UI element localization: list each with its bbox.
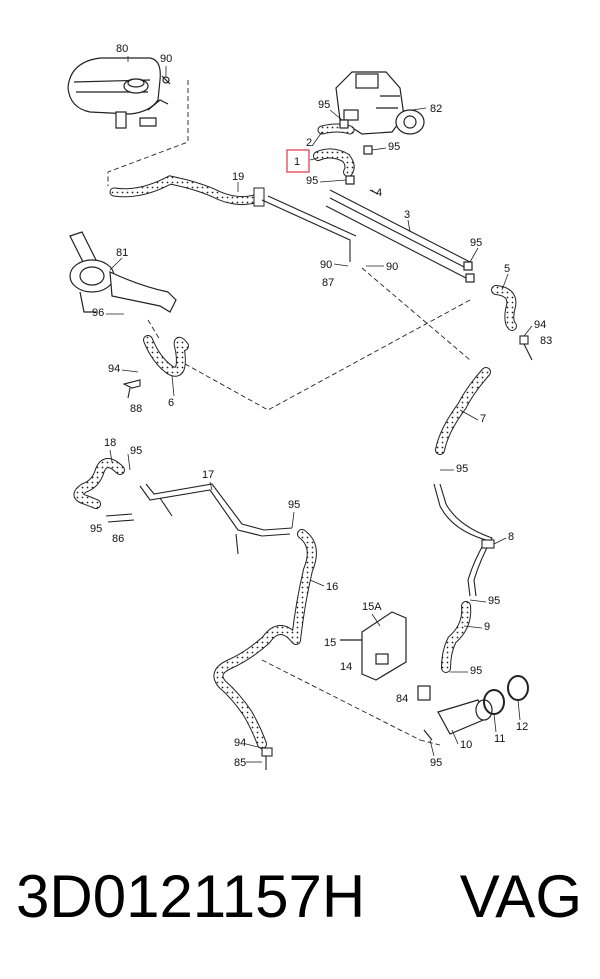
pipe-3	[261, 189, 471, 279]
bracket-14	[340, 611, 407, 681]
label-leaders	[106, 56, 533, 763]
bolt-83	[519, 335, 533, 361]
label-6: 6	[168, 397, 174, 409]
hose-1	[313, 148, 355, 177]
label-87: 87	[322, 277, 334, 289]
label-95-h: 95	[90, 523, 102, 535]
label-5: 5	[504, 263, 510, 275]
hose-2	[317, 123, 355, 135]
label-88: 88	[130, 403, 142, 415]
hose-9	[441, 601, 472, 673]
part-number-text: 3D0121157H	[16, 863, 366, 930]
label-83: 83	[540, 335, 552, 347]
hose-7	[435, 367, 491, 455]
label-84: 84	[396, 693, 408, 705]
pipe-17	[139, 483, 293, 555]
label-2: 2	[306, 137, 312, 149]
label-85: 85	[234, 757, 246, 769]
label-95-i: 95	[488, 595, 500, 607]
label-95-f: 95	[130, 445, 142, 457]
clamp-90-top	[161, 75, 171, 85]
pipe-8	[433, 483, 495, 597]
expansion-tank-80	[67, 57, 169, 129]
label-96-a: 96	[92, 307, 104, 319]
label-19: 19	[232, 171, 244, 183]
label-95-d: 95	[470, 237, 482, 249]
clamps-top	[339, 119, 475, 283]
label-4: 4	[376, 187, 382, 199]
label-82: 82	[430, 103, 442, 115]
bolt-85	[261, 747, 273, 770]
label-10: 10	[460, 739, 472, 751]
label-9: 9	[484, 621, 490, 633]
label-15: 15	[324, 637, 336, 649]
label-8: 8	[508, 531, 514, 543]
label-7: 7	[480, 413, 486, 425]
label-95-k: 95	[430, 757, 442, 769]
label-3: 3	[404, 209, 410, 221]
hose-5	[491, 285, 517, 331]
valve-block-82	[335, 71, 425, 135]
label-95-b: 95	[388, 141, 400, 153]
highlight-box-1	[286, 149, 310, 173]
label-11: 11	[494, 733, 505, 745]
label-95-e: 95	[456, 463, 468, 475]
label-95-a: 95	[318, 99, 330, 111]
label-94-c: 94	[234, 737, 246, 749]
label-86: 86	[112, 533, 124, 545]
hose-16	[213, 529, 317, 749]
label-80: 80	[116, 43, 128, 55]
label-16: 16	[326, 581, 338, 593]
bracket-88	[122, 379, 141, 399]
hose-18	[73, 458, 125, 509]
label-95-c: 95	[306, 175, 318, 187]
hose-6	[143, 335, 189, 377]
label-18: 18	[104, 437, 116, 449]
clamp-12	[507, 675, 529, 701]
label-90-b: 90	[320, 259, 332, 271]
callout-labels: 80 90 95 82 2 95 1 95 4 19 3 95 5 90 90 …	[90, 43, 552, 769]
brand-text: VAG	[459, 863, 582, 930]
pump-81	[69, 231, 177, 313]
dashed-leaders	[107, 80, 471, 746]
label-95-g: 95	[288, 499, 300, 511]
label-90-a: 90	[160, 53, 172, 65]
label-17: 17	[202, 469, 214, 481]
hose-19	[109, 175, 265, 207]
label-81: 81	[116, 247, 128, 259]
label-90-c: 90	[386, 261, 398, 273]
label-94-a: 94	[534, 319, 546, 331]
label-14: 14	[340, 661, 352, 673]
label-1: 1	[294, 156, 300, 168]
label-12: 12	[516, 721, 528, 733]
bracket-86	[105, 513, 135, 523]
label-94-b: 94	[108, 363, 120, 375]
label-15a: 15A	[362, 601, 382, 613]
label-95-j: 95	[470, 665, 482, 677]
pump-10	[417, 685, 493, 741]
